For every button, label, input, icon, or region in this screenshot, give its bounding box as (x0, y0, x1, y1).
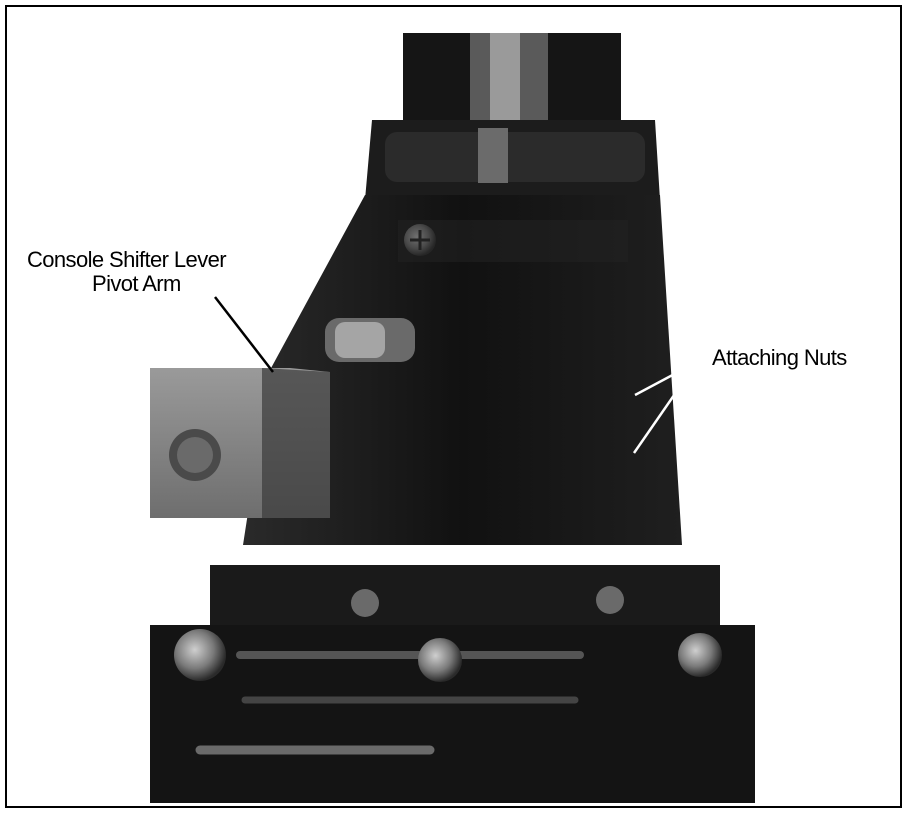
upper-collar (365, 120, 660, 200)
attaching-nuts-callout: Attaching Nuts (712, 345, 847, 370)
nuts-leader-lower (632, 361, 699, 454)
pivot-arm-leader (214, 296, 274, 373)
nuts-leader-upper (634, 360, 698, 397)
transmission-base (150, 565, 755, 803)
extension-housing (243, 195, 682, 545)
pivot-arm (150, 368, 330, 518)
pivot-arm-callout-line1: Console Shifter Lever (27, 247, 227, 272)
linkage-nut (325, 318, 415, 362)
bolt-icon (174, 586, 722, 682)
pivot-arm-callout-line2: Pivot Arm (92, 271, 181, 296)
shift-shaft (403, 33, 621, 123)
